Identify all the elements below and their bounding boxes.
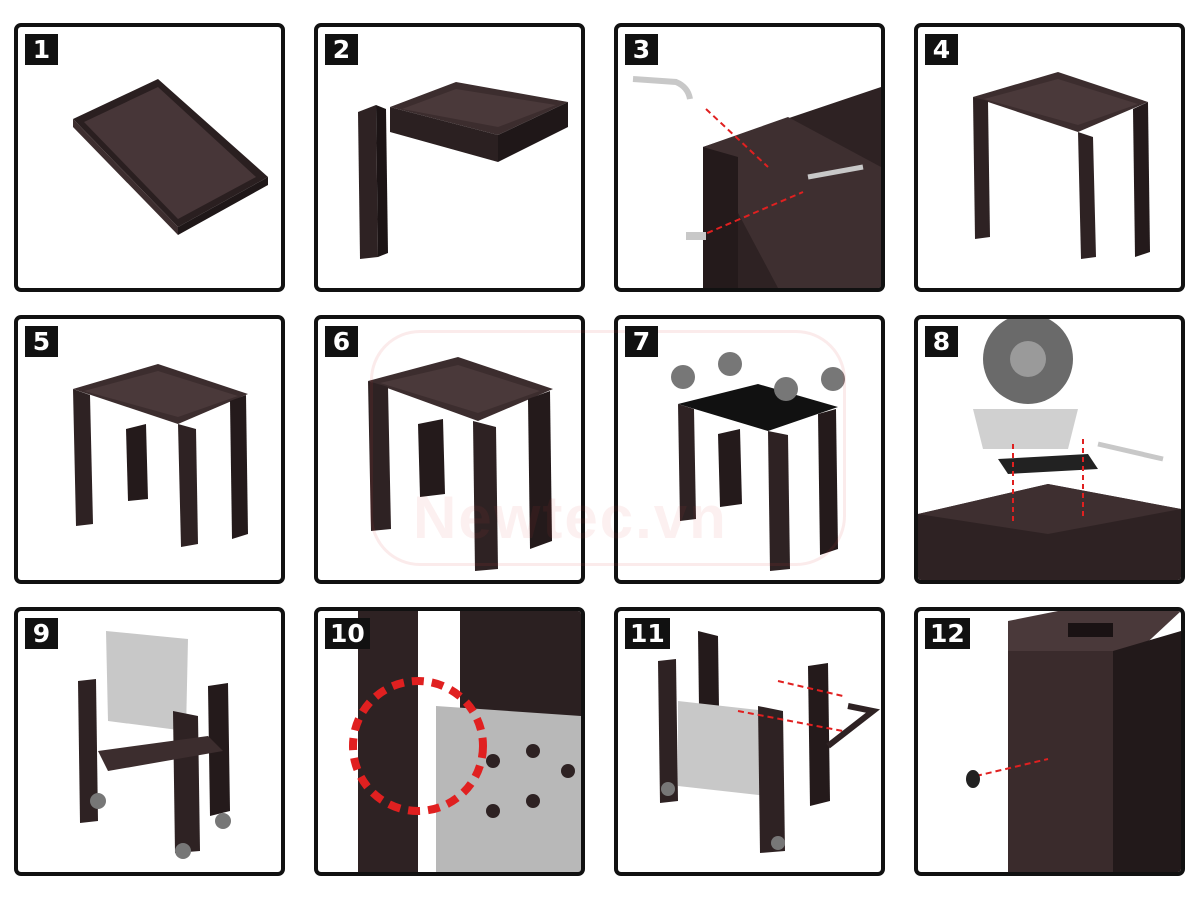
- step-panel-1: 1: [14, 23, 285, 292]
- step-panel-3: 3: [614, 23, 885, 292]
- step-number: 6: [325, 326, 358, 357]
- step-number: 9: [25, 618, 58, 649]
- step-number: 3: [625, 34, 658, 65]
- pegboard-insert-illustration: [78, 631, 231, 859]
- step-panel-8: 8: [914, 315, 1185, 584]
- step-number: 8: [925, 326, 958, 357]
- step-panel-7: 7: [614, 315, 885, 584]
- step-number: 12: [925, 618, 970, 649]
- hook-slot-detail-illustration: [349, 611, 581, 872]
- step-panel-10: 10: [314, 607, 585, 876]
- step-panel-2: 2: [314, 23, 585, 292]
- step-panel-11: 11: [614, 607, 885, 876]
- bolt-detail-illustration: [632, 76, 881, 288]
- partial-frame-illustration: [973, 72, 1150, 259]
- step-number: 5: [25, 326, 58, 357]
- step-panel-4: 4: [914, 23, 1185, 292]
- step-number: 7: [625, 326, 658, 357]
- step-number: 1: [25, 34, 58, 65]
- caster-bolt-detail-illustration: [918, 319, 1181, 580]
- leg-and-tray-illustration: [358, 82, 568, 259]
- step-panel-9: 9: [14, 607, 285, 876]
- step-number: 2: [325, 34, 358, 65]
- frame-with-legs-illustration: [73, 364, 248, 547]
- casters-mounting-illustration: [671, 352, 845, 571]
- handle-attach-illustration: [658, 631, 881, 853]
- step-panel-6: 6: [314, 315, 585, 584]
- four-leg-frame-illustration: [368, 357, 553, 571]
- step-number: 11: [625, 618, 670, 649]
- tray-illustration: [73, 79, 268, 235]
- step-panel-12: 12: [914, 607, 1185, 876]
- step-panel-5: 5: [14, 315, 285, 584]
- step-number: 10: [325, 618, 370, 649]
- step-number: 4: [925, 34, 958, 65]
- leg-cap-detail-illustration: [966, 611, 1181, 872]
